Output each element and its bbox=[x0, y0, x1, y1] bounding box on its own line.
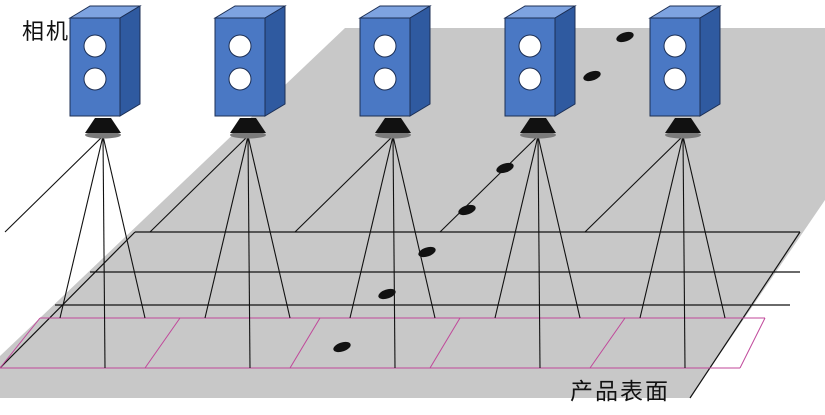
lens-shadow bbox=[375, 131, 411, 139]
indicator-light-icon bbox=[228, 34, 252, 58]
pink-grid-line bbox=[429, 317, 461, 369]
camera-front bbox=[69, 17, 121, 117]
fov-ray bbox=[392, 135, 436, 319]
indicator-light-icon bbox=[83, 34, 107, 58]
camera-label: 相机 bbox=[22, 20, 71, 45]
lens-shadow bbox=[230, 131, 266, 139]
fov-ray bbox=[682, 135, 726, 319]
fov-ray bbox=[59, 135, 104, 319]
fov-ray bbox=[102, 135, 106, 369]
pink-grid-line bbox=[289, 317, 321, 369]
indicator-light-icon bbox=[663, 67, 687, 91]
grid-line bbox=[0, 231, 136, 369]
fov-ray bbox=[349, 135, 394, 319]
fov-ray bbox=[204, 135, 249, 319]
lens-shadow bbox=[665, 131, 701, 139]
camera-side bbox=[264, 5, 286, 117]
defects-group bbox=[333, 31, 634, 353]
fov-ray bbox=[294, 135, 394, 233]
camera-4 bbox=[503, 5, 577, 139]
lens-shadow bbox=[85, 131, 121, 139]
indicator-light-icon bbox=[373, 67, 397, 91]
pink-grid-line bbox=[144, 317, 181, 369]
camera-front bbox=[214, 17, 266, 117]
defect-mark bbox=[418, 246, 436, 258]
camera-3 bbox=[358, 5, 432, 139]
fov-ray bbox=[392, 135, 396, 369]
fov-ray bbox=[537, 135, 581, 319]
pink-grid-line bbox=[739, 317, 766, 369]
camera-front bbox=[359, 17, 411, 117]
lens-icon bbox=[665, 118, 701, 133]
defect-mark bbox=[616, 31, 634, 43]
indicator-light-icon bbox=[83, 67, 107, 91]
fov-ray bbox=[102, 135, 146, 319]
defect-mark bbox=[583, 70, 601, 82]
lens-icon bbox=[85, 118, 121, 133]
camera-side bbox=[409, 5, 431, 117]
camera-2 bbox=[213, 5, 287, 139]
camera-side bbox=[554, 5, 576, 117]
defect-mark bbox=[333, 341, 351, 353]
fov-ray bbox=[439, 135, 539, 233]
fov-ray bbox=[494, 135, 539, 319]
fov-ray bbox=[247, 135, 251, 369]
fov-ray bbox=[537, 135, 541, 369]
product-surface-label: 产品表面 bbox=[570, 379, 670, 405]
indicator-light-icon bbox=[228, 67, 252, 91]
lens-icon bbox=[230, 118, 266, 133]
fov-ray bbox=[639, 135, 684, 319]
camera-front bbox=[649, 17, 701, 117]
lens-icon bbox=[520, 118, 556, 133]
pink-grid-line bbox=[0, 317, 41, 369]
field-of-view-lines bbox=[0, 135, 801, 399]
camera-side bbox=[699, 5, 721, 117]
indicator-light-icon bbox=[518, 34, 542, 58]
fov-ray bbox=[584, 135, 684, 233]
indicator-light-icon bbox=[518, 67, 542, 91]
fov-ray bbox=[4, 135, 104, 233]
defect-mark bbox=[458, 204, 476, 216]
fov-ray bbox=[682, 135, 686, 369]
camera-1 bbox=[68, 5, 142, 139]
defect-mark bbox=[378, 288, 396, 300]
indicator-light-icon bbox=[373, 34, 397, 58]
pink-grid-line bbox=[589, 317, 626, 369]
grid-line bbox=[689, 231, 801, 399]
fov-ray bbox=[247, 135, 291, 319]
fov-ray bbox=[149, 135, 249, 233]
lens-icon bbox=[375, 118, 411, 133]
camera-front bbox=[504, 17, 556, 117]
indicator-light-icon bbox=[663, 34, 687, 58]
lens-shadow bbox=[520, 131, 556, 139]
camera-5 bbox=[648, 5, 722, 139]
cameras-group bbox=[68, 5, 722, 139]
camera-side bbox=[119, 5, 141, 117]
